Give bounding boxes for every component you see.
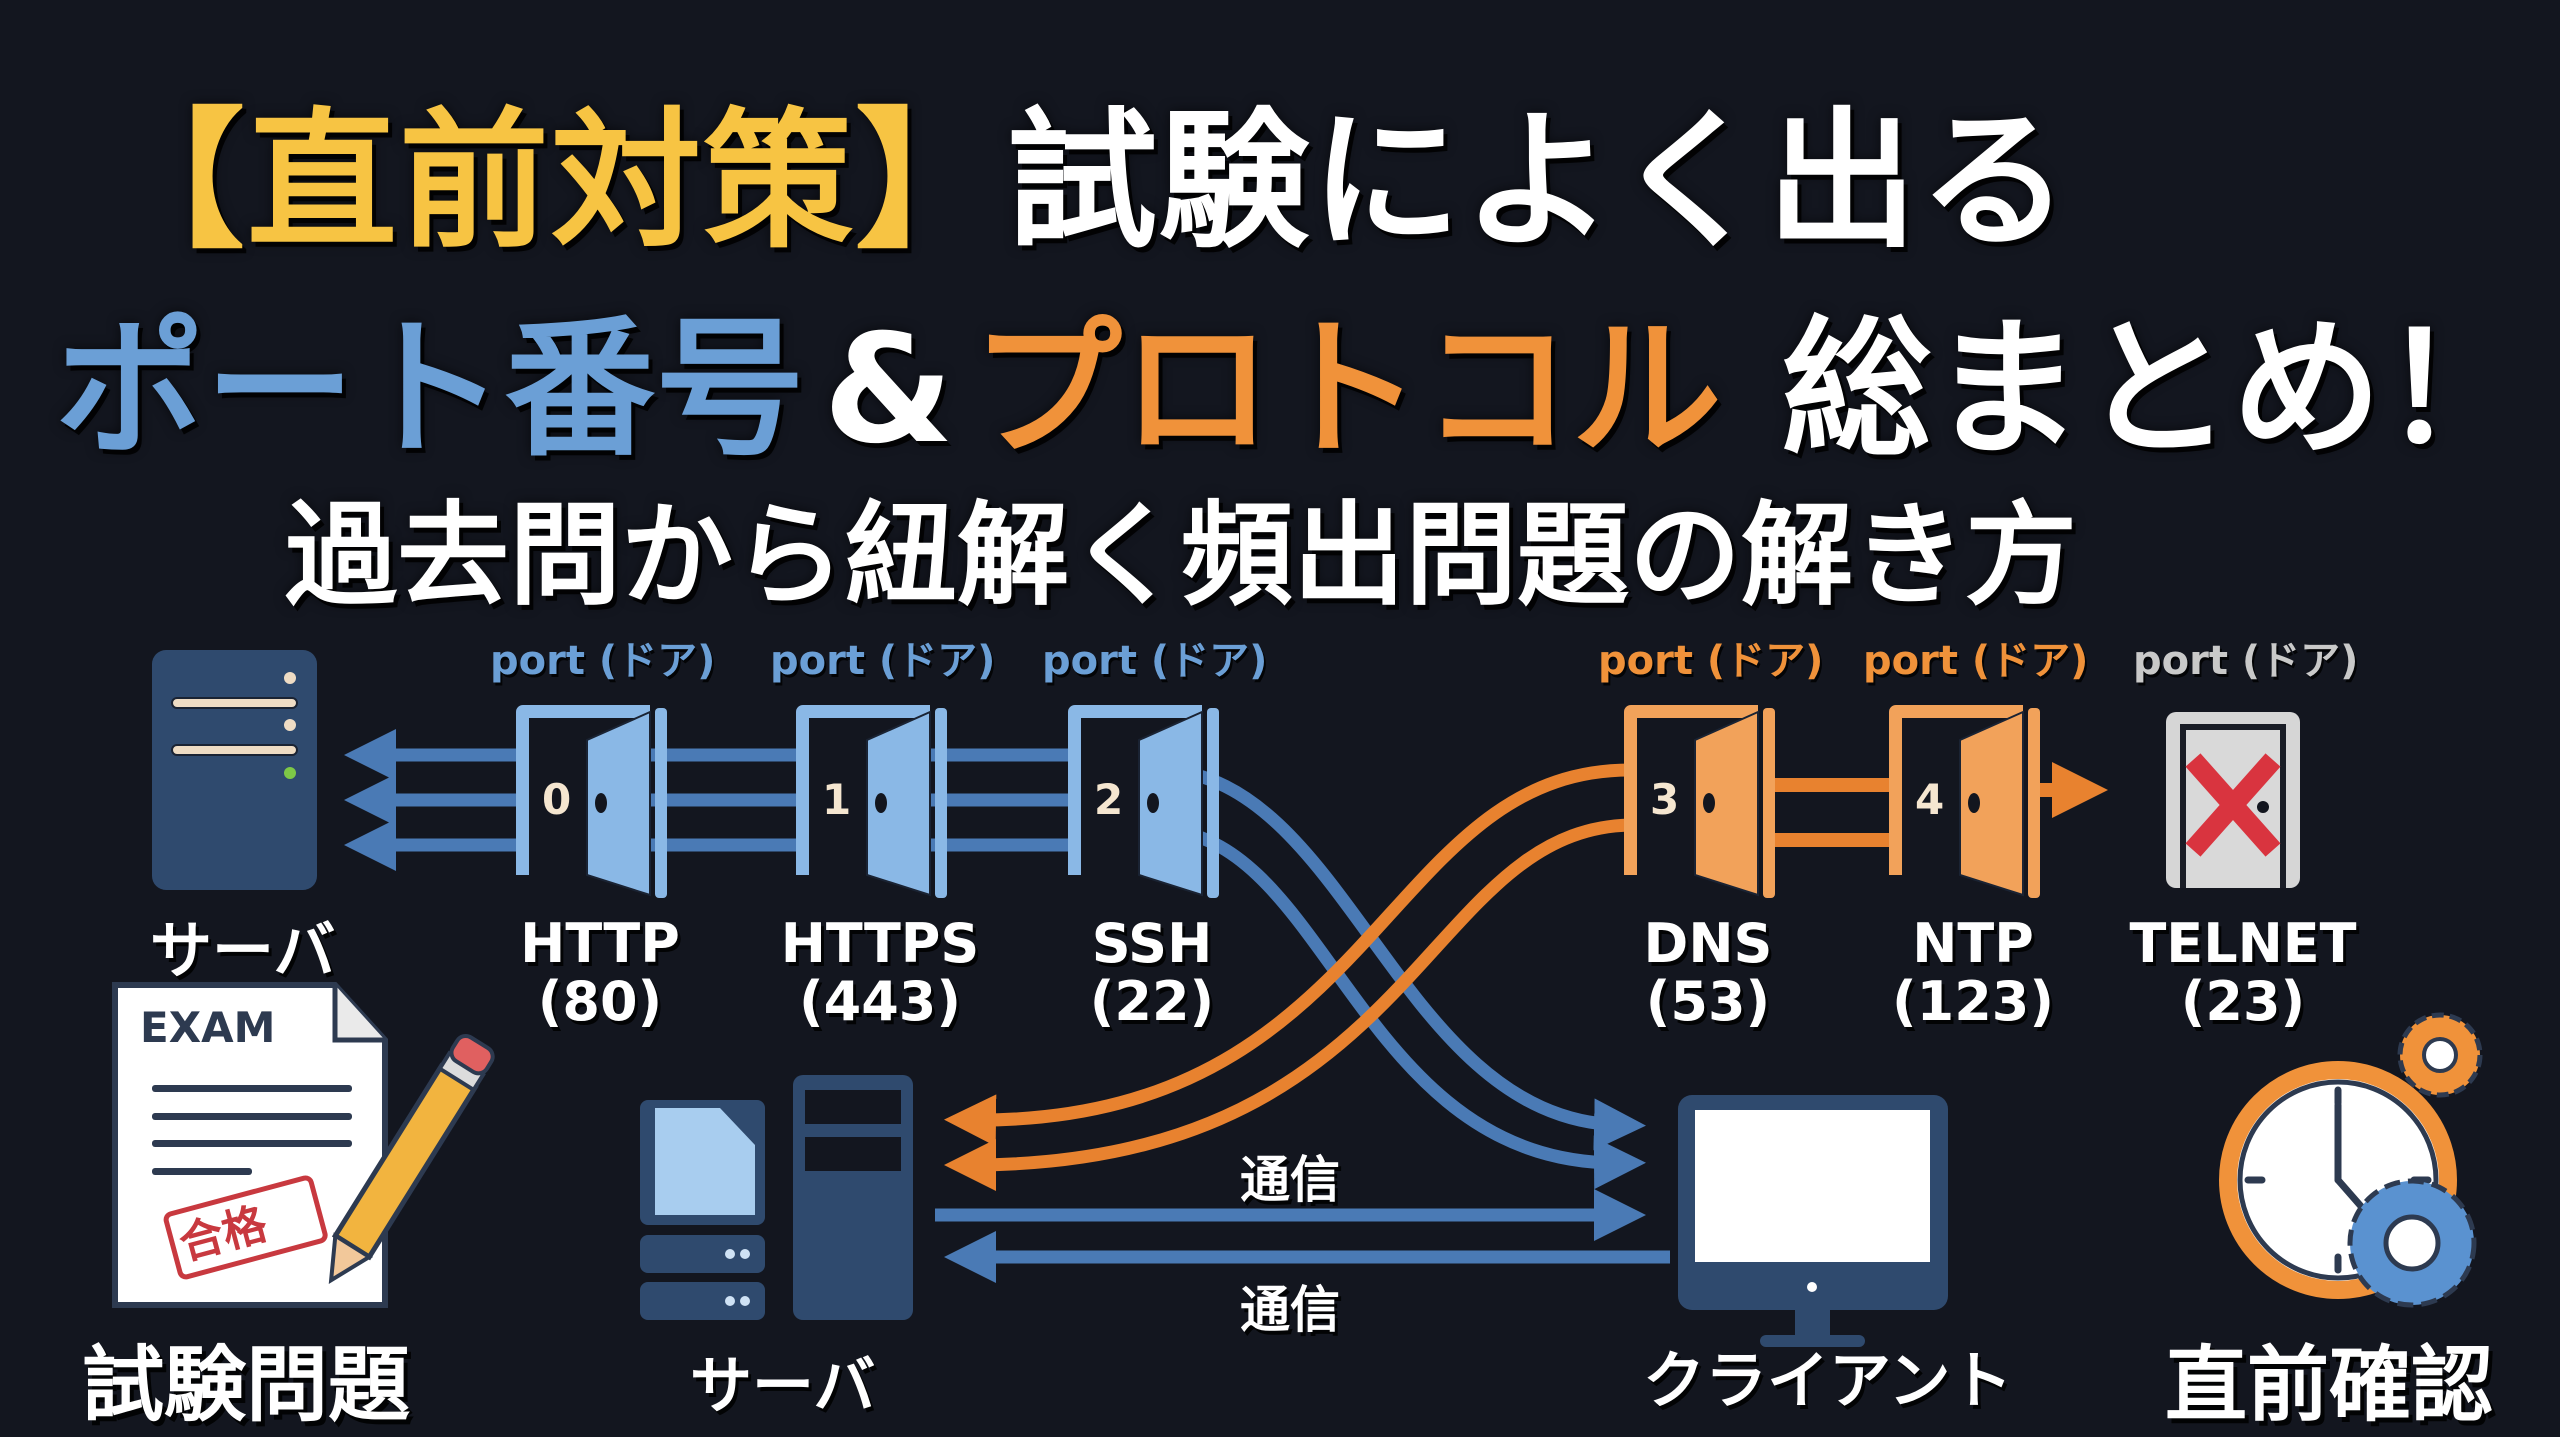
port-index: 1 bbox=[822, 775, 852, 824]
client-monitor-icon bbox=[1678, 1095, 1948, 1347]
port-label: port (ドア) bbox=[1598, 638, 1824, 684]
clock-gear-icon bbox=[2219, 1012, 2483, 1308]
port-index: 4 bbox=[1915, 775, 1945, 824]
title-line-1: 【直前対策】試験によく出る bbox=[95, 60, 2071, 277]
client-label: クライアント bbox=[1643, 1344, 2013, 1417]
title-bracketed-tag: 【直前対策】 bbox=[95, 95, 1008, 269]
protocol-name: NTP bbox=[1912, 912, 2034, 975]
port-label: port (ドア) bbox=[1042, 638, 1268, 684]
comm-label-top: 通信 bbox=[1240, 1151, 1340, 1209]
protocol-name: TELNET bbox=[2129, 912, 2357, 975]
port-number: (22) bbox=[1089, 970, 1215, 1033]
title-line-2: ポート番号&プロトコル総まとめ！ bbox=[55, 268, 2532, 485]
open-door-icon bbox=[516, 705, 667, 898]
blocked-door-icon bbox=[2166, 712, 2300, 888]
port-number: (80) bbox=[537, 970, 663, 1033]
title-line-1-rest: 試験によく出る bbox=[1007, 95, 2072, 269]
open-door-icon bbox=[796, 705, 947, 898]
blue-incoming-arrows bbox=[344, 729, 1170, 871]
title-protocol: プロトコル bbox=[971, 303, 1722, 477]
server-top-label: サーバ bbox=[150, 914, 336, 987]
port-index: 0 bbox=[542, 775, 572, 824]
port-index: 3 bbox=[1650, 775, 1680, 824]
title-ampersand: & bbox=[823, 303, 954, 477]
server-bottom-icon bbox=[640, 1075, 913, 1320]
title-summary: 総まとめ！ bbox=[1781, 303, 2532, 477]
port-number: (23) bbox=[2180, 970, 2306, 1033]
open-door-icon bbox=[1068, 705, 1219, 898]
exam-caption: 試験問題 bbox=[82, 1338, 411, 1433]
subtitle: 過去問から紐解く頻出問題の解き方 bbox=[285, 491, 2077, 621]
port-label: port (ドア) bbox=[1863, 638, 2089, 684]
protocol-name: HTTP bbox=[520, 912, 680, 975]
title-port-number: ポート番号 bbox=[55, 303, 806, 477]
port-label: port (ドア) bbox=[490, 638, 716, 684]
open-door-icon bbox=[1889, 705, 2040, 898]
port-number: (123) bbox=[1891, 970, 2055, 1033]
server-top-icon bbox=[152, 650, 317, 890]
port-index: 2 bbox=[1094, 775, 1124, 824]
exam-doc-title: EXAM bbox=[140, 1003, 276, 1052]
comm-label-bottom: 通信 bbox=[1240, 1281, 1340, 1339]
protocol-name: HTTPS bbox=[780, 912, 980, 975]
server-bottom-label: サーバ bbox=[690, 1349, 876, 1422]
protocol-name: DNS bbox=[1643, 912, 1773, 975]
review-caption: 直前確認 bbox=[2165, 1338, 2494, 1433]
port-label: port (ドア) bbox=[2133, 638, 2359, 684]
port-number: (53) bbox=[1645, 970, 1771, 1033]
port-label: port (ドア) bbox=[770, 638, 996, 684]
port-number: (443) bbox=[798, 970, 962, 1033]
protocol-name: SSH bbox=[1091, 912, 1213, 975]
pencil-icon bbox=[328, 1033, 495, 1285]
communication-arrows bbox=[935, 1189, 1670, 1283]
open-door-icon bbox=[1624, 705, 1775, 898]
crossing-curves bbox=[944, 763, 1646, 1191]
